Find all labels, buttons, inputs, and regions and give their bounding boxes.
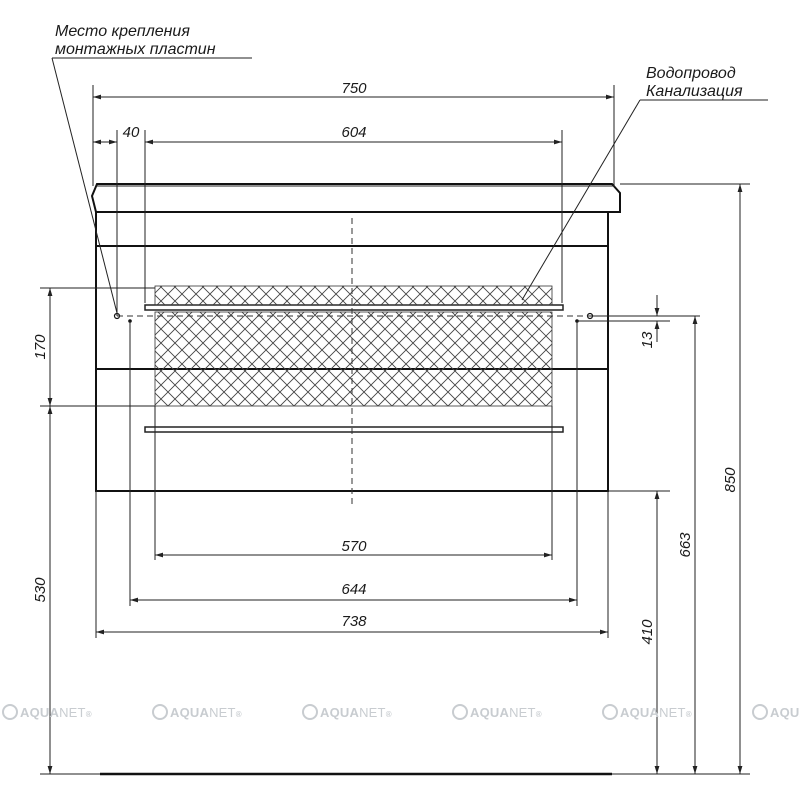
svg-text:AQUANET®: AQUANET®: [770, 705, 800, 720]
mounting-label-line2: монтажных пластин: [55, 41, 216, 58]
dim-mount-height: 170: [32, 334, 49, 360]
watermark-logo-icon: [602, 704, 618, 720]
extension-lines: [40, 85, 750, 775]
dimension-lines: [47, 94, 743, 774]
watermark-5: AQUANET®: [602, 704, 692, 720]
svg-text:AQUANET®: AQUANET®: [170, 705, 242, 720]
dim-floor-to-mount: 530: [32, 577, 49, 603]
watermark-6: AQUANET®: [752, 704, 800, 720]
dim-pipe-height: 663: [677, 532, 694, 558]
watermark-row: AQUANET® AQUANET® AQUANET® AQUANET® AQUA…: [2, 704, 800, 720]
svg-text:AQUANET®: AQUANET®: [470, 705, 542, 720]
watermark-logo-icon: [302, 704, 318, 720]
watermark-logo-icon: [752, 704, 768, 720]
svg-text:AQUANET®: AQUANET®: [20, 705, 92, 720]
countertop: [90, 183, 621, 213]
watermark-3: AQUANET®: [302, 704, 392, 720]
dim-offset: 40: [123, 124, 140, 141]
svg-text:AQUANET®: AQUANET®: [320, 705, 392, 720]
upper-handle: [144, 304, 564, 311]
hatched-zone-upper: [154, 285, 553, 306]
dim-inner-width: 644: [341, 581, 366, 598]
dim-drawer-front-width: 570: [341, 538, 367, 555]
dim-overall-height: 850: [722, 467, 739, 493]
mounting-label-line1: Место крепления: [55, 23, 190, 40]
cabinet: [90, 183, 621, 776]
dim-floor-to-bottom: 410: [639, 619, 656, 645]
watermark-logo-icon: [2, 704, 18, 720]
water-callout: Водопровод Канализация: [521, 65, 768, 301]
water-label-line1: Водопровод: [646, 65, 736, 82]
mounting-callout: Место крепления монтажных пластин: [51, 23, 252, 314]
watermark-1: AQUANET®: [2, 704, 92, 720]
hatched-zone-lower: [154, 311, 553, 407]
watermark-2: AQUANET®: [152, 704, 242, 720]
watermark-4: AQUANET®: [452, 704, 542, 720]
lower-handle: [144, 426, 564, 433]
dim-overall-width: 750: [341, 80, 367, 97]
dim-body-width: 738: [341, 613, 367, 630]
watermark-logo-icon: [152, 704, 168, 720]
dim-pipe-offset: 13: [639, 331, 656, 348]
water-label-line2: Канализация: [646, 83, 743, 100]
dim-mount-span: 604: [341, 124, 366, 141]
watermark-logo-icon: [452, 704, 468, 720]
svg-text:AQUANET®: AQUANET®: [620, 705, 692, 720]
